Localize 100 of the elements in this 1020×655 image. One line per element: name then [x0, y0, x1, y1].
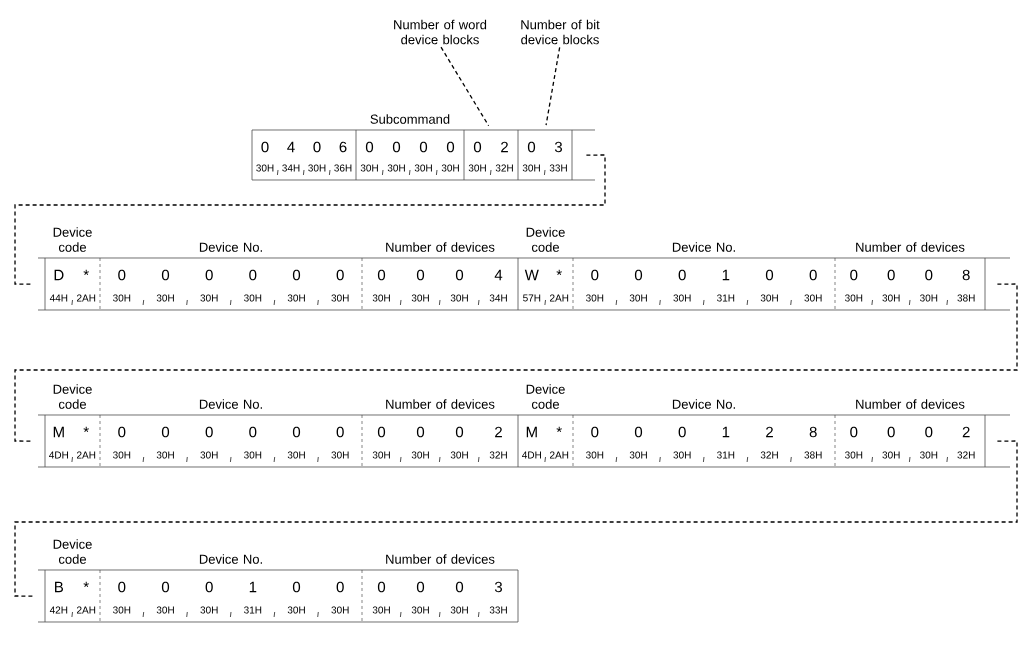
character: 0 [118, 426, 126, 438]
hex-code: 30H [308, 164, 326, 172]
character: 0 [118, 581, 126, 593]
callout-text: Number of word device blocks [394, 19, 487, 45]
hex-code: 30H [586, 294, 604, 302]
character: 0 [634, 426, 643, 438]
character: 0 [850, 269, 858, 281]
hex-code: 30H [629, 294, 647, 302]
hex-code: 30H [845, 294, 863, 302]
character: 4 [494, 269, 503, 281]
hex-code: 30H [200, 606, 218, 614]
field-heading: Device code [526, 384, 565, 409]
hex-code: 30H [920, 294, 938, 302]
hex-code: 30H [200, 294, 218, 302]
field-heading: Device code [526, 227, 565, 252]
character: * [556, 269, 562, 276]
character: 0 [292, 581, 301, 593]
hex-code: 4DH [522, 451, 541, 459]
hex-code: 30H [920, 451, 938, 459]
character: 0 [678, 426, 686, 438]
character: 1 [249, 581, 257, 593]
character: 0 [392, 141, 401, 153]
character: 2 [962, 426, 970, 438]
character: D [54, 269, 64, 281]
field-heading: Device code [53, 227, 92, 252]
hex-code: 30H [331, 294, 349, 302]
field-heading: Number of devices [856, 399, 965, 409]
character: 0 [887, 426, 895, 438]
hex-code: 34H [282, 164, 300, 172]
hex-code: 38H [957, 294, 975, 302]
field-heading: Device No. [199, 242, 262, 252]
hex-code: 30H [244, 294, 262, 302]
field-heading: Number of devices [856, 242, 965, 252]
character: 6 [339, 141, 347, 153]
hex-code: 2AH [550, 451, 569, 459]
hex-code: 30H [411, 606, 429, 614]
hex-code: 30H [450, 294, 468, 302]
hex-code: 4DH [49, 451, 68, 459]
character: 0 [678, 269, 686, 281]
character: 0 [455, 269, 464, 281]
hex-code: 30H [760, 294, 778, 302]
hex-code: 30H [156, 451, 174, 459]
character: 0 [336, 269, 344, 281]
hex-code: 30H [411, 294, 429, 302]
character: 3 [494, 581, 502, 593]
character: 0 [205, 426, 213, 438]
character: 0 [261, 141, 269, 153]
character: 2 [495, 426, 502, 438]
hex-code: 30H [414, 164, 432, 172]
continuation-line [14, 440, 1018, 597]
hex-code: 30H [113, 294, 131, 302]
leader-line [545, 46, 561, 126]
hex-code: 31H [717, 451, 735, 459]
character: 0 [292, 426, 301, 438]
character: * [556, 426, 562, 433]
hex-code: 44H [49, 294, 68, 302]
hex-code: 2AH [77, 451, 96, 459]
character: 0 [377, 269, 386, 281]
continuation-line [14, 154, 606, 285]
field-heading: Device No. [672, 242, 735, 252]
character: 0 [419, 141, 428, 153]
character: 0 [527, 141, 536, 153]
hex-code: 30H [673, 451, 691, 459]
hex-code: 30H [113, 606, 131, 614]
character: 1 [722, 269, 730, 281]
character: 0 [249, 269, 257, 281]
hex-code: 32H [495, 164, 513, 172]
hex-code: 57H [523, 294, 541, 302]
character: 0 [205, 581, 213, 593]
hex-code: 30H [113, 451, 131, 459]
character: 0 [591, 426, 599, 438]
character: 0 [377, 426, 386, 438]
field-heading: Device No. [672, 399, 735, 409]
hex-code: 30H [244, 451, 262, 459]
character: * [83, 581, 89, 588]
character: 0 [416, 269, 425, 281]
character: 0 [455, 581, 464, 593]
character: M [53, 426, 64, 438]
hex-code: 30H [882, 294, 900, 302]
hex-code: 2AH [77, 294, 96, 302]
character: 0 [377, 581, 386, 593]
hex-code: 30H [450, 606, 468, 614]
continuation-line [14, 283, 1018, 442]
hex-code: 30H [331, 451, 349, 459]
character: B [55, 581, 63, 593]
character: 0 [161, 269, 170, 281]
character: 0 [473, 141, 482, 153]
hex-code: 32H [760, 451, 778, 459]
hex-code: 30H [882, 451, 900, 459]
hex-code: 30H [387, 164, 405, 172]
hex-code: 30H [441, 164, 459, 172]
character: 0 [249, 426, 257, 438]
character: 0 [634, 269, 643, 281]
hex-code: 32H [489, 451, 507, 459]
field-heading: Device No. [199, 399, 262, 409]
hex-code: 30H [287, 451, 305, 459]
hex-code: 31H [717, 294, 735, 302]
field-heading: Subcommand [370, 114, 450, 124]
field-heading: Number of devices [386, 242, 495, 252]
character: 4 [287, 141, 295, 153]
